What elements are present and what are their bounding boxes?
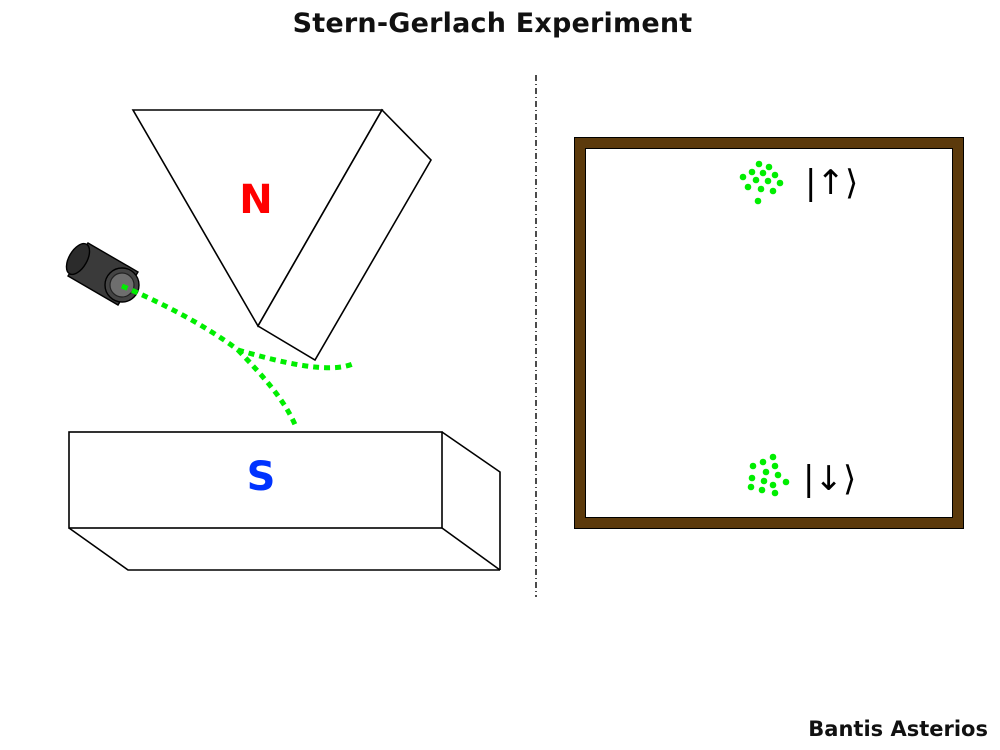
- beam-incoming: [121, 283, 240, 352]
- detection-screen: [574, 137, 964, 529]
- beam-lower: [236, 348, 299, 428]
- author-credit: Bantis Asterios: [808, 717, 988, 741]
- page-title: Stern-Gerlach Experiment: [292, 8, 693, 39]
- south-pole-label: S: [247, 454, 276, 500]
- north-magnet: N: [131, 108, 432, 362]
- spin-down-ket: |↓⟩: [803, 459, 856, 499]
- north-pole-label: N: [239, 177, 272, 223]
- spin-up-ket: |↑⟩: [805, 163, 858, 203]
- beam-upper: [237, 347, 357, 371]
- oven-source-icon: [65, 242, 140, 306]
- particle-beam: [121, 283, 357, 428]
- spin-down-spot: [747, 453, 790, 497]
- south-magnet: S: [68, 431, 501, 571]
- spin-up-spot: [739, 160, 784, 205]
